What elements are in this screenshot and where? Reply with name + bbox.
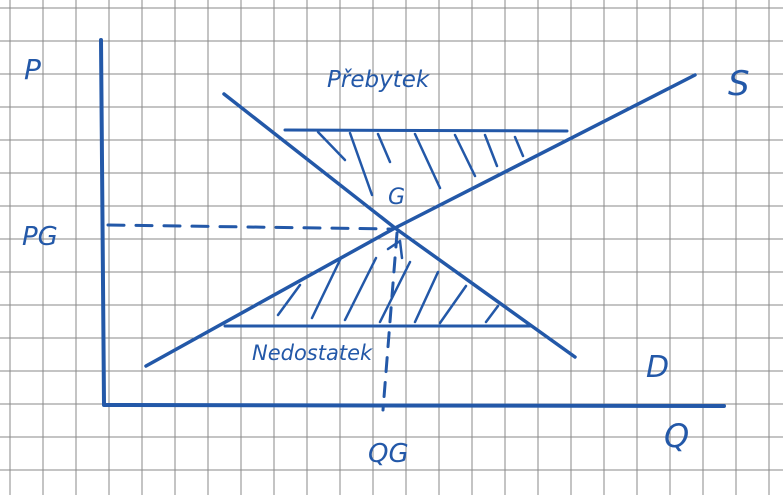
surplus-hatch: [483, 133, 499, 168]
surplus-hatch: [348, 131, 374, 197]
shortage-hatch: [378, 260, 412, 324]
equilibrium-quantity-label: QG: [368, 439, 409, 469]
quantity-axis-label: Q: [664, 417, 689, 455]
shortage-hatch: [343, 256, 378, 322]
equilibrium-quantity-guide: [381, 231, 399, 412]
surplus-price-line: [283, 128, 569, 133]
shortage-hatch: [276, 283, 302, 317]
price-axis-label: P: [24, 53, 41, 86]
supply-curve: [144, 73, 697, 368]
surplus-hatch: [413, 132, 442, 190]
shortage-hatch: [484, 304, 500, 324]
shortage-hatch: [310, 258, 342, 320]
quantity-axis: [102, 403, 726, 408]
demand-label: D: [646, 350, 669, 385]
surplus-region: [283, 128, 569, 197]
shortage-region: [223, 256, 532, 328]
shortage-hatch: [413, 270, 440, 324]
surplus-hatch: [376, 132, 392, 164]
equilibrium-price-guide: [106, 223, 394, 231]
equilibrium-arrow-icon: [386, 239, 404, 260]
price-axis: [99, 38, 106, 406]
equilibrium-price-label: PG: [22, 222, 58, 252]
shortage-hatch: [438, 284, 468, 325]
surplus-hatch: [453, 133, 477, 178]
supply-label: S: [728, 64, 750, 104]
demand-curve: [222, 92, 577, 359]
surplus-label: Přebytek: [327, 67, 431, 93]
equilibrium-marker-label: G: [388, 185, 405, 210]
shortage-label: Nedostatek: [252, 341, 373, 365]
surplus-hatch: [316, 130, 347, 162]
surplus-hatch: [513, 135, 525, 158]
